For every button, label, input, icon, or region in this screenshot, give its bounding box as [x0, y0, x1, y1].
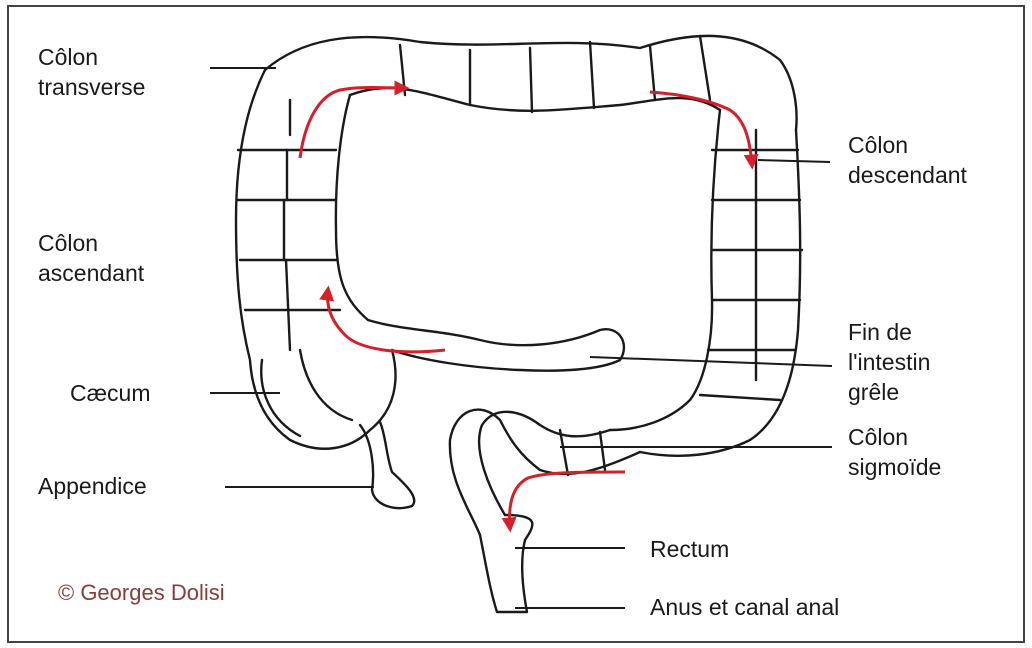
label-ascending-colon: Côlon ascendant	[38, 228, 144, 288]
leader-small-intestine	[590, 357, 832, 366]
label-caecum: Cæcum	[70, 378, 151, 408]
label-transverse-colon: Côlon transverse	[38, 42, 145, 102]
arrow-sigmoid	[510, 472, 625, 528]
label-descending-colon: Côlon descendant	[848, 130, 967, 190]
label-appendix: Appendice	[38, 471, 147, 501]
label-anus: Anus et canal anal	[650, 592, 839, 622]
copyright-credit: © Georges Dolisi	[58, 578, 225, 608]
label-small-intestine-end: Fin de l'intestin grêle	[848, 317, 930, 407]
arrow-ascendant	[300, 88, 405, 159]
large-intestine-outline	[236, 36, 802, 612]
label-rectum: Rectum	[650, 534, 729, 564]
leader-descendant	[758, 160, 830, 162]
transit-arrows	[300, 88, 752, 529]
arrow-small-intestine	[328, 290, 445, 352]
arrow-transverse-descendant	[650, 92, 752, 165]
label-sigmoid-colon: Côlon sigmoïde	[848, 422, 941, 482]
